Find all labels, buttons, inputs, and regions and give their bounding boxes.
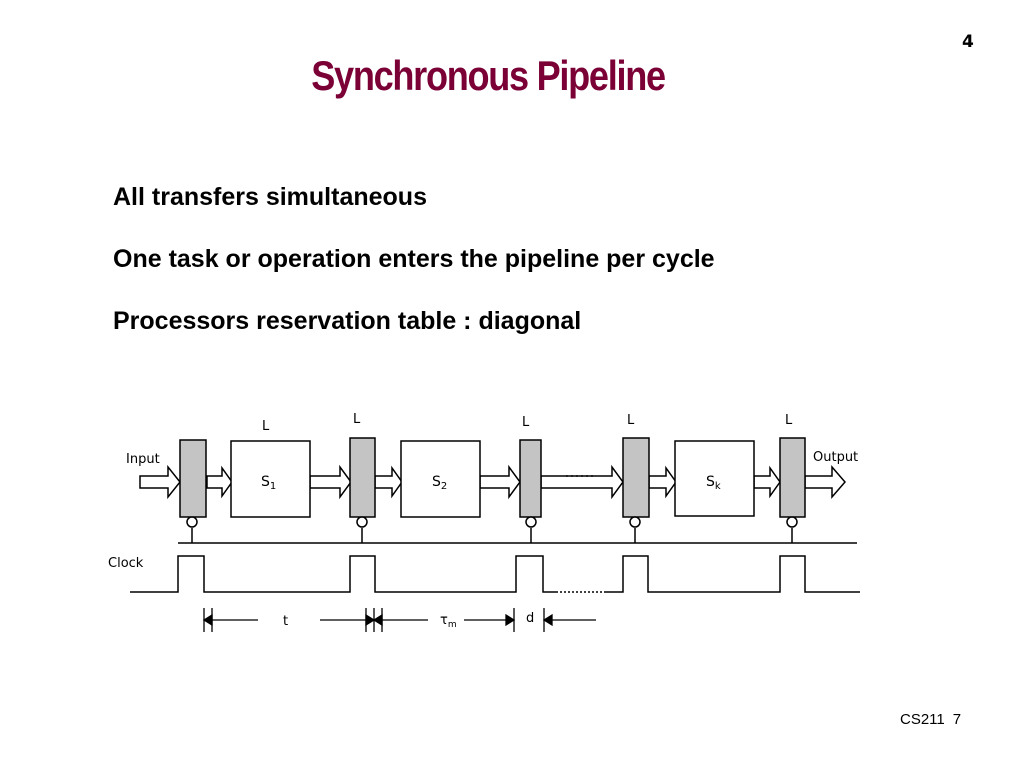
arrow-latch2-to-stage2	[374, 465, 403, 499]
latch-label: L	[627, 413, 635, 428]
stage-box-k	[674, 440, 755, 517]
clock-input-circle	[356, 516, 368, 528]
slide-number: 4	[962, 32, 974, 52]
stage-k-label: Sk	[706, 474, 721, 492]
bullet-reservation-table: Processors reservation table : diagonal	[113, 307, 582, 335]
stage-box-2	[400, 440, 481, 518]
data-arrows	[139, 464, 846, 500]
pipeline-diagram: L L L L L Input Output S1 S2 Sk	[108, 412, 860, 632]
latch-3	[519, 439, 542, 518]
clock-input-circle	[629, 516, 641, 528]
footer-page: 7	[952, 711, 962, 728]
latch-4	[622, 437, 650, 518]
slide-footer: CS211 7	[900, 711, 961, 728]
timing-d-label: d	[526, 611, 534, 626]
timing-t-label: t	[283, 614, 288, 629]
timing-tau-m-label: τm	[440, 613, 457, 630]
latch-5	[779, 437, 806, 518]
stage-box-1	[230, 440, 311, 518]
arrow-latch1-to-stage1	[206, 465, 233, 499]
clock-label: Clock	[108, 556, 144, 571]
latch-label: L	[785, 413, 793, 428]
timing-annotation	[202, 608, 596, 632]
stage-1-label: S1	[261, 474, 276, 492]
bullet-all-transfers: All transfers simultaneous	[113, 183, 427, 211]
arrow-stage1-to-latch2	[309, 464, 352, 500]
output-arrow	[804, 464, 846, 500]
input-arrow	[139, 464, 181, 500]
latches	[179, 437, 806, 518]
clock-waveform	[130, 555, 860, 593]
latch-label: L	[353, 412, 361, 427]
clock-input-circle	[186, 516, 198, 528]
arrow-stagek-to-latch5	[753, 465, 781, 499]
arrow-latch3-to-latch4	[540, 464, 624, 500]
input-label: Input	[126, 452, 160, 467]
latch-label: L	[522, 415, 530, 430]
latch-1	[179, 439, 207, 518]
stage-boxes	[230, 440, 755, 518]
latch-label: L	[262, 419, 270, 434]
clock-input-circle	[786, 516, 798, 528]
latch-2	[349, 437, 376, 518]
output-label: Output	[813, 450, 858, 465]
arrow-latch4-to-stagek	[648, 465, 677, 499]
slide-title: Synchronous Pipeline	[311, 52, 666, 99]
bullet-one-task-per-cycle: One task or operation enters the pipelin…	[113, 245, 715, 273]
footer-course: CS211	[900, 711, 945, 728]
stage-2-label: S2	[432, 474, 447, 492]
arrow-stage2-to-latch3	[479, 464, 521, 500]
latch-clock-connectors	[186, 516, 798, 543]
clock-input-circle	[525, 516, 537, 528]
